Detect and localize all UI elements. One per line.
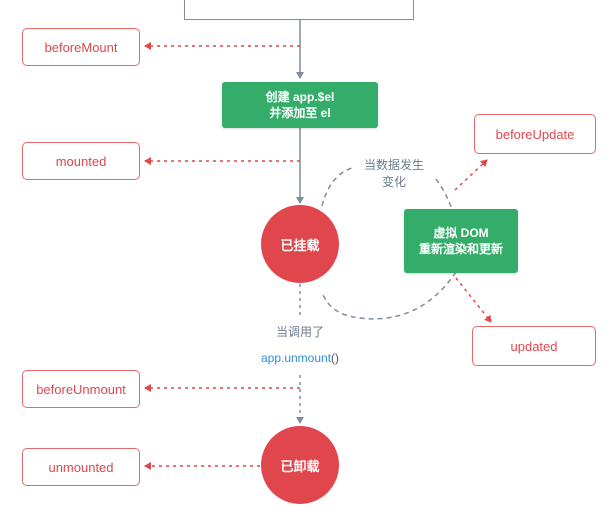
hook-link-before-update <box>454 159 488 191</box>
hook-link-updated <box>455 277 492 323</box>
hook-before-unmount-label: beforeUnmount <box>36 381 126 397</box>
hook-updated: updated <box>472 326 596 366</box>
hook-before-update-label: beforeUpdate <box>495 126 575 142</box>
update-loop-arc-bottom <box>321 271 457 320</box>
virtual-dom-line2: 重新渲染和更新 <box>418 242 503 256</box>
previous-step-box <box>184 0 414 20</box>
hook-before-update: beforeUpdate <box>474 114 596 154</box>
virtual-dom-action: 虚拟 DOM 重新渲染和更新 <box>404 209 518 273</box>
unmount-call-line2: app.unmount() <box>240 345 360 371</box>
hook-mounted: mounted <box>22 142 140 180</box>
hook-unmounted: unmounted <box>22 448 140 486</box>
unmounted-state: 已卸载 <box>261 426 339 504</box>
hook-before-mount: beforeMount <box>22 28 140 66</box>
update-loop-arc-top <box>321 167 353 207</box>
hook-updated-label: updated <box>510 338 558 354</box>
data-change-line1: 当数据发生 <box>363 158 424 172</box>
mounted-state-label: 已挂载 <box>280 237 320 253</box>
unmount-call-method: unmount <box>284 351 332 365</box>
hook-before-mount-label: beforeMount <box>44 39 118 55</box>
unmount-call-note: 当调用了 app.unmount() <box>240 319 360 371</box>
hook-unmounted-label: unmounted <box>48 459 114 475</box>
data-change-line2: 变化 <box>381 175 406 189</box>
unmount-call-line1: 当调用了 <box>275 325 324 339</box>
hook-mounted-label: mounted <box>55 153 107 169</box>
data-change-note: 当数据发生 变化 <box>354 157 434 191</box>
create-el-line2: 并添加至 el <box>269 106 331 120</box>
virtual-dom-line1: 虚拟 DOM <box>433 226 489 240</box>
create-el-action: 创建 app.$el 并添加至 el <box>222 82 378 128</box>
unmounted-state-label: 已卸载 <box>280 458 320 474</box>
create-el-line1: 创建 app.$el <box>265 90 335 104</box>
mounted-state: 已挂载 <box>261 205 339 283</box>
unmount-call-suffix: () <box>331 351 340 365</box>
hook-before-unmount: beforeUnmount <box>22 370 140 408</box>
unmount-call-prefix: app. <box>260 351 285 365</box>
